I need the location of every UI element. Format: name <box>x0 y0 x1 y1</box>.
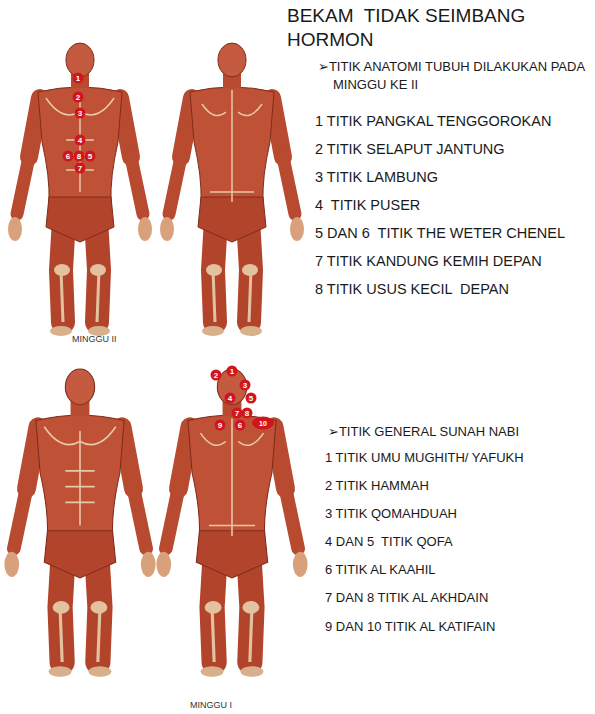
list-item: 3 TITIK LAMBUNG <box>315 168 587 186</box>
callout-number: 4 <box>75 135 86 146</box>
list-item: 8 TITIK USUS KECIL DEPAN <box>315 280 587 298</box>
title: BEKAM TIDAK SEIMBANG HORMON <box>287 4 572 52</box>
list-item: 7 DAN 8 TITIK AL AKHDAIN <box>325 589 595 607</box>
callout-number: 2 <box>73 92 84 103</box>
week-label: MINGGU II <box>72 334 117 345</box>
callout-number: 7 <box>75 163 86 174</box>
list-item: 1 TITIK UMU MUGHITH/ YAFUKH <box>325 449 595 467</box>
list-item: 2 TITIK SELAPUT JANTUNG <box>315 140 587 158</box>
week-label: MINGGU I <box>190 700 232 711</box>
callout-number: 3 <box>75 108 86 119</box>
callout-number: 1 <box>73 73 84 84</box>
list-item: 4 TITIK PUSER <box>315 196 587 214</box>
list-item: 9 DAN 10 TITIK AL KATIFAIN <box>325 618 595 636</box>
list-item: 7 TITIK KANDUNG KEMIH DEPAN <box>315 252 587 270</box>
callout-number: 6 <box>63 151 74 162</box>
callout-number: 8 <box>74 151 85 162</box>
list-item: 2 TITIK HAMMAH <box>325 477 595 495</box>
list-item: 5 DAN 6 TITIK THE WETER CHENEL <box>315 224 587 242</box>
callout-number: 10 <box>252 417 274 430</box>
list-item: 3 TITIK QOMAHDUAH <box>325 505 595 523</box>
callout-number: 5 <box>85 151 96 162</box>
callout-number: 9 <box>215 420 226 431</box>
list-item: 4 DAN 5 TITIK QOFA <box>325 533 595 551</box>
section-heading: ➢TITIK ANATOMI TUBUH DILAKUKAN PADA MING… <box>318 58 595 94</box>
callout-number: 6 <box>235 420 246 431</box>
callout-number: 4 <box>225 393 236 404</box>
callout-number: 1 <box>227 366 238 377</box>
callout-number: 8 <box>242 408 253 419</box>
list-item: 1 TITIK PANGKAL TENGGOROKAN <box>315 112 587 130</box>
list-item: 6 TITIK AL KAAHIL <box>325 561 595 579</box>
callout-number: 3 <box>240 380 251 391</box>
callout-number: 5 <box>246 393 257 404</box>
section-heading: ➢TITIK GENERAL SUNAH NABI <box>328 423 595 441</box>
callout-number: 2 <box>211 370 222 381</box>
